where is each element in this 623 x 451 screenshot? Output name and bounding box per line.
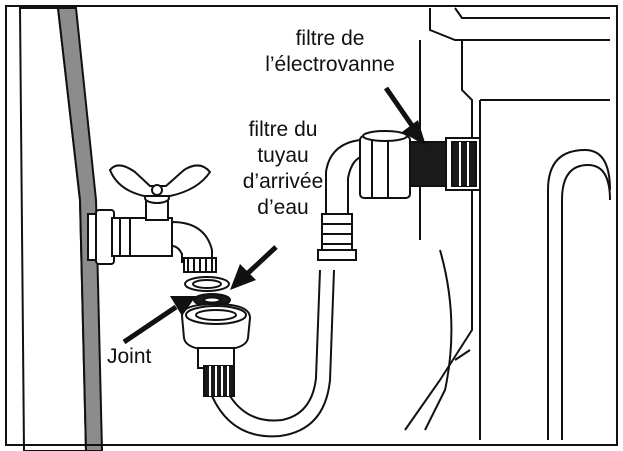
hose-coupling-nut (180, 302, 252, 397)
solenoid-valve-filter (409, 137, 481, 191)
label-hose-filter: filtre du tuyau d’arrivée d’eau (226, 117, 340, 221)
label-joint: Joint (107, 345, 152, 368)
label-hose-line-3: d’arrivée (242, 170, 324, 193)
label-solenoid-line-2: l’électrovanne (265, 53, 395, 76)
joint-arrowhead (170, 296, 196, 316)
diagram-frame (5, 5, 618, 446)
machine-hose-connector (359, 130, 411, 199)
label-hose-line-1: filtre du (248, 118, 318, 141)
callout-arrows (122, 86, 426, 345)
hose-filter-arrow (245, 245, 278, 276)
hose-filter-washer (184, 276, 230, 292)
hose-filter-arrowhead (230, 264, 256, 290)
solenoid-arrow (383, 86, 416, 129)
label-hose-line-4: d’eau (257, 196, 309, 219)
label-hose-line-2: tuyau (257, 144, 309, 167)
wall (18, 7, 104, 451)
joint-arrow (122, 304, 178, 345)
inlet-hose (211, 139, 365, 438)
label-solenoid-line-1: filtre de (295, 27, 365, 50)
solenoid-arrowhead (402, 120, 426, 146)
water-tap (87, 164, 217, 273)
label-solenoid-valve-filter: filtre de l’électrovanne (242, 26, 418, 78)
